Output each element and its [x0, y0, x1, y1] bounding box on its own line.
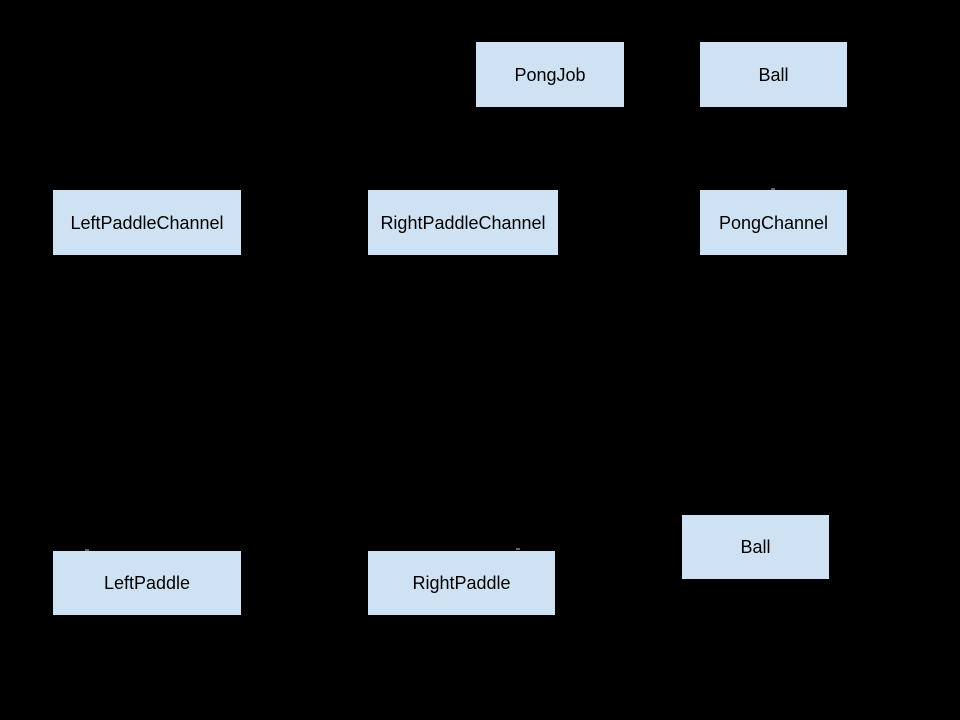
- node-pong-job: PongJob: [476, 42, 624, 107]
- node-right-paddle-channel-label: RightPaddleChannel: [380, 212, 546, 233]
- node-ball-top: Ball: [700, 42, 847, 107]
- node-left-paddle-channel: LeftPaddleChannel: [53, 190, 241, 255]
- node-ball-top-label: Ball: [758, 64, 789, 85]
- node-pong-job-label: PongJob: [514, 64, 586, 85]
- node-right-paddle-channel: RightPaddleChannel: [368, 190, 558, 255]
- node-left-paddle-label: LeftPaddle: [103, 573, 191, 593]
- node-right-paddle: RightPaddle: [368, 551, 555, 615]
- node-right-paddle-label: RightPaddle: [412, 573, 511, 593]
- node-ball-bottom-label: Ball: [740, 537, 771, 557]
- node-left-paddle-channel-label: LeftPaddleChannel: [70, 212, 224, 233]
- connector-tip-artifact: [771, 188, 775, 190]
- connector-tip-artifact: [516, 548, 520, 550]
- node-pong-channel: PongChannel: [700, 190, 847, 255]
- node-ball-bottom: Ball: [682, 515, 829, 579]
- node-left-paddle: LeftPaddle: [53, 551, 241, 615]
- node-pong-channel-label: PongChannel: [718, 212, 829, 233]
- connector-tip-artifact: [85, 549, 89, 551]
